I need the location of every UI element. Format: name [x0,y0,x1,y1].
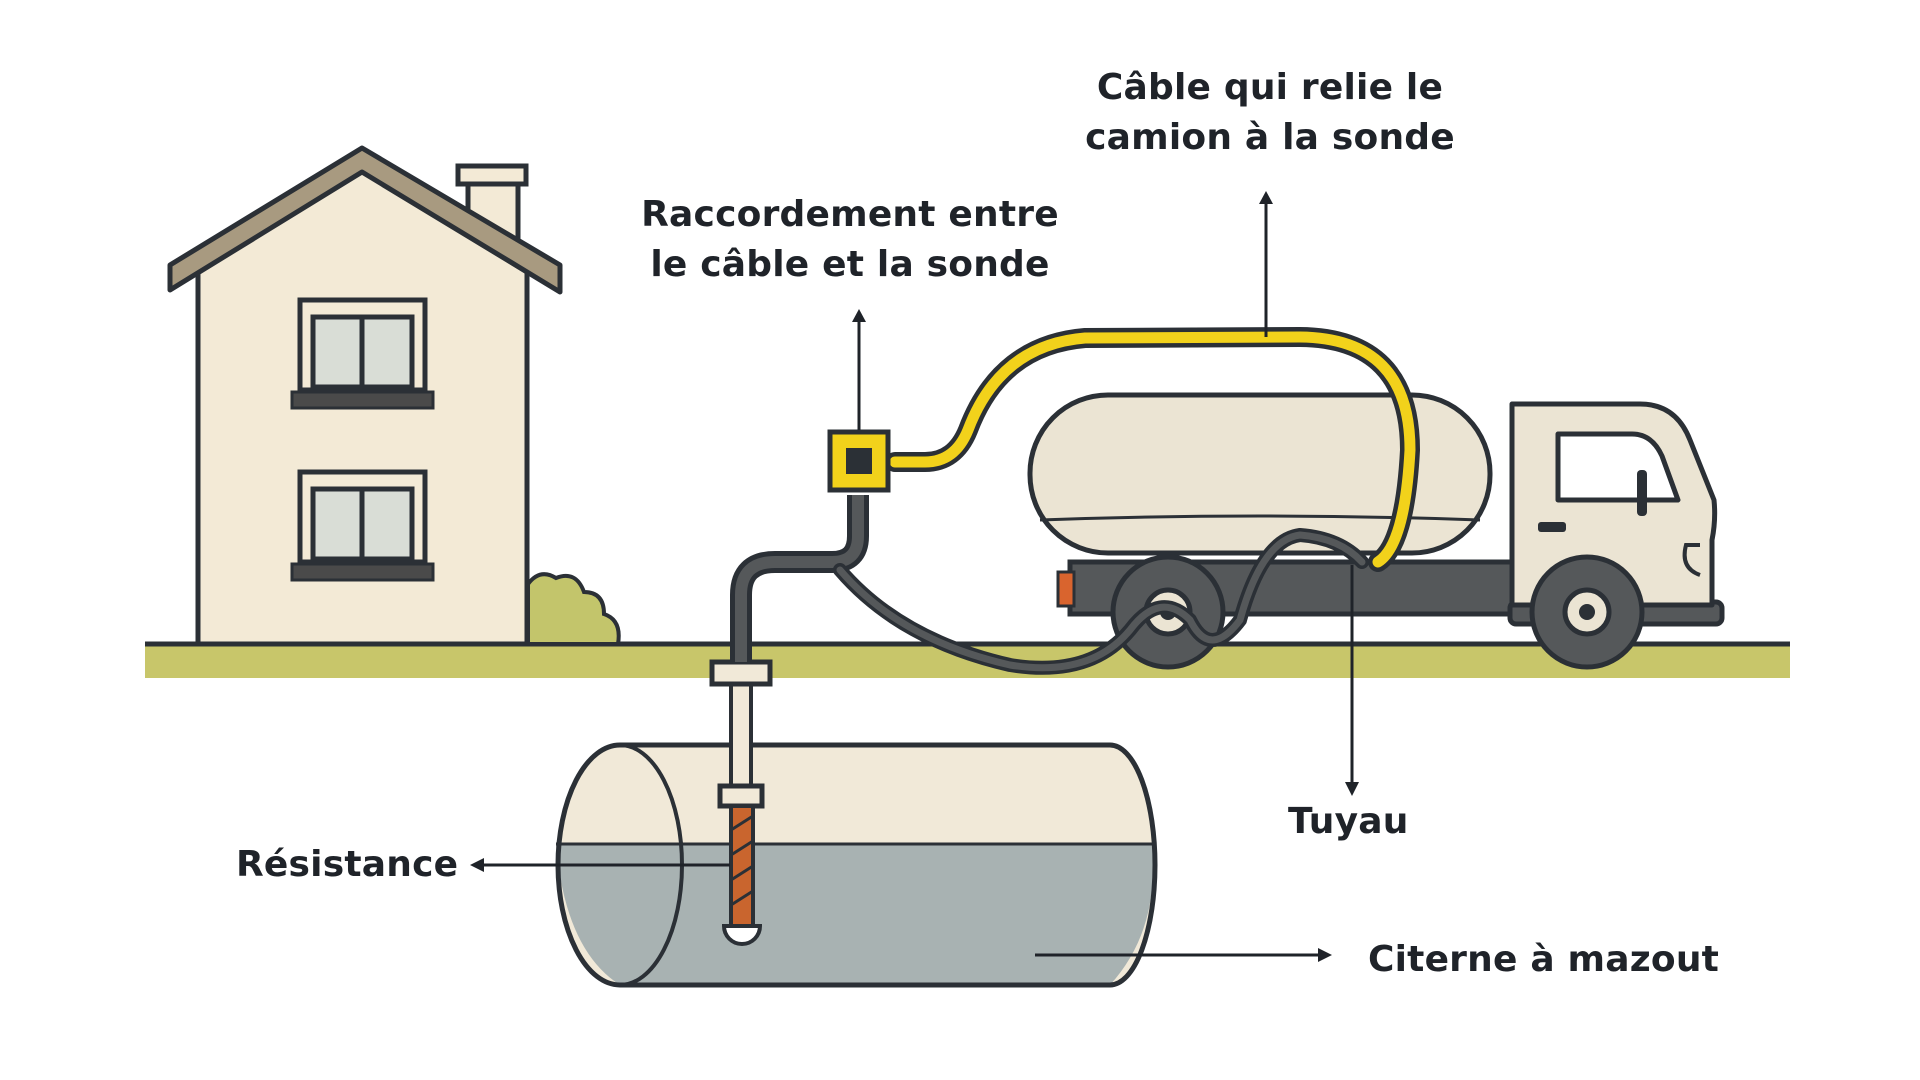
label-connection: Raccordement entre le câble et la sonde [630,190,1070,290]
house-window-lower [290,469,435,582]
house-window-upper [290,297,435,410]
pointer-arrows [470,191,1359,962]
truck-window [1555,431,1681,503]
house [167,145,621,647]
truck-tank [1027,392,1493,556]
resistance-element [721,804,763,946]
house-roof [167,145,563,295]
label-resistance: Résistance [236,844,459,885]
label-tank: Citerne à mazout [1368,939,1720,980]
label-connection-line1: Raccordement entre [641,194,1059,235]
fuel-level [556,844,1154,985]
bush [526,572,621,646]
label-cable: Câble qui relie le camion à la sonde [1050,63,1490,163]
label-connection-line2: le câble et la sonde [650,244,1050,285]
label-pipe: Tuyau [1288,801,1409,842]
label-cable-line1: Câble qui relie le [1096,67,1444,108]
probe [709,659,773,946]
truck-wheel-front [1529,554,1645,670]
connection-box [827,429,891,493]
label-cable-line2: camion à la sonde [1085,117,1455,158]
